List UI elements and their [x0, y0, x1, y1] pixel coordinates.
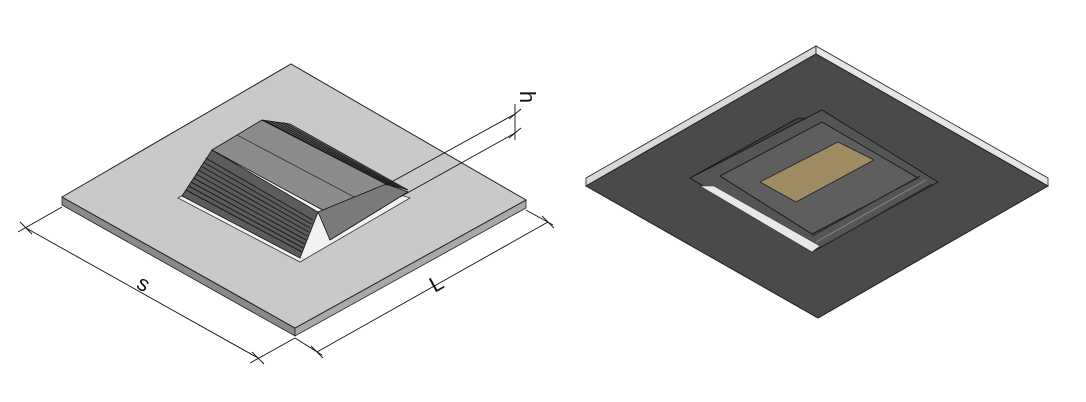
- curb-back-ridge-line: [270, 120, 392, 187]
- dimension-h: h: [385, 91, 540, 198]
- curb-back-ridges: [265, 120, 403, 189]
- curb-back-ridge-line: [283, 122, 403, 189]
- inner-panel: [759, 141, 875, 203]
- label-L: L: [425, 270, 448, 298]
- label-s: s: [133, 270, 155, 297]
- curb-ridge-line: [188, 185, 304, 249]
- curb-ridge-line: [193, 177, 307, 241]
- curb-ridge-line: [197, 169, 309, 233]
- curb-ridge-line: [202, 161, 312, 225]
- flashing-channel-3: [819, 183, 933, 249]
- flashing-channel-2: [815, 179, 927, 243]
- ridged-curb: [181, 119, 409, 259]
- curb-back-ridge-line: [265, 120, 389, 186]
- curb-ridge-line: [190, 181, 305, 245]
- curb-ridges: [185, 157, 313, 253]
- curb-ridge-line: [185, 189, 303, 253]
- curb-ridge-line: [195, 173, 308, 237]
- curb-front-face: [317, 183, 409, 241]
- flashing: [688, 109, 939, 253]
- curb-ridge-line: [200, 165, 311, 229]
- curb-back-ridge-line: [274, 121, 396, 188]
- flashing-channel-1: [811, 175, 921, 237]
- curb-back-ridge-line: [278, 121, 400, 188]
- curb-ridge-line: [205, 157, 313, 221]
- curb-top-ridge: [236, 134, 359, 200]
- label-h: h: [515, 91, 540, 103]
- flashing-rim: [698, 185, 821, 253]
- left-isometric-view: h s L: [17, 63, 555, 365]
- right-isometric-view: [584, 45, 1050, 319]
